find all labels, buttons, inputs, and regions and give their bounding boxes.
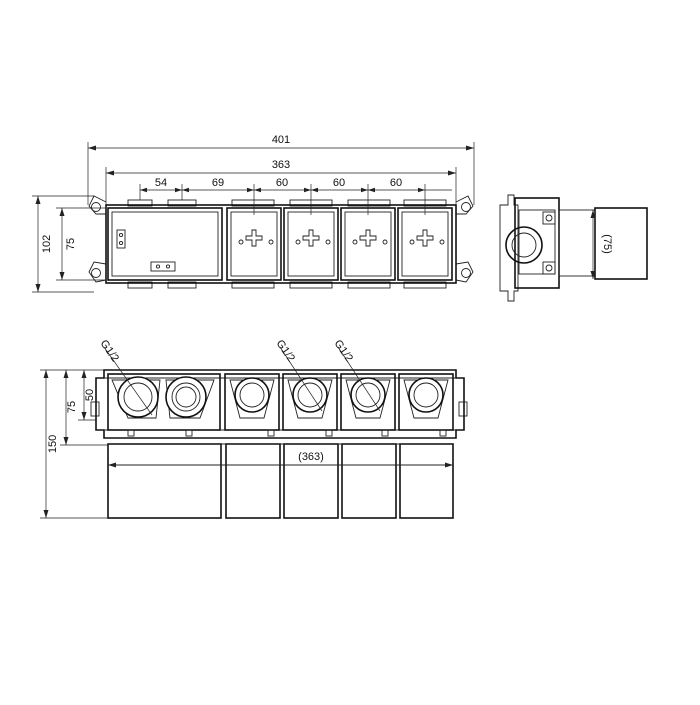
dim-segment: 60: [390, 177, 402, 189]
dim-segment: 54: [155, 177, 167, 189]
top-view-compartment: [226, 207, 282, 281]
top-view-mounting-ears: [88, 195, 474, 283]
top-view-large-compartment: [107, 207, 223, 281]
front-view-sleeve: [225, 443, 281, 519]
dim-segment: 60: [276, 177, 288, 189]
front-view-sleeve: [399, 443, 454, 519]
front-view-compartment: [224, 373, 280, 431]
top-view-frame: [105, 204, 457, 284]
top-view-dimensions: 401 363 54 69 60 60 60 102 75: [32, 134, 475, 293]
dim-inner-width: 363: [272, 159, 290, 171]
dim-height-inner: 75: [65, 238, 77, 250]
dim-front-width: (363): [298, 451, 324, 463]
thread-leader: [337, 346, 381, 412]
side-view-body: [514, 197, 560, 289]
top-view-compartment: [283, 207, 339, 281]
front-view: G1/2 G1/2 G1/2: [90, 338, 468, 519]
dim-segment: 69: [212, 177, 224, 189]
front-view-dimensions: 150 75 50 (363): [40, 369, 453, 519]
thread-leader: [279, 346, 323, 412]
top-view: [88, 195, 474, 289]
top-view-port-marker: [150, 261, 176, 272]
top-view-compartment: [340, 207, 396, 281]
thread-label: G1/2: [274, 338, 298, 364]
thread-label: G1/2: [332, 338, 356, 364]
dim-segment: 60: [333, 177, 345, 189]
dim-front-axis: 50: [84, 389, 96, 401]
side-view: (75): [499, 194, 648, 302]
thread-label: G1/2: [98, 338, 122, 364]
dim-height-outer: 102: [41, 235, 53, 253]
front-view-compartment: [282, 373, 338, 431]
dim-front-upper: 75: [66, 401, 78, 413]
side-view-port: [505, 226, 543, 264]
dim-side-depth: (75): [601, 234, 613, 254]
top-view-port-marker: [116, 229, 126, 249]
dim-front-height: 150: [47, 435, 59, 453]
top-view-compartment: [397, 207, 453, 281]
thread-leader: [103, 346, 153, 416]
dim-overall-width: 401: [272, 134, 290, 146]
front-view-compartment: [398, 373, 454, 431]
front-view-compartment: [340, 373, 396, 431]
front-view-sleeve: [341, 443, 397, 519]
side-view-sleeve: [594, 207, 648, 280]
front-view-sleeve: [107, 443, 222, 519]
front-view-large-compartment: [107, 373, 221, 431]
